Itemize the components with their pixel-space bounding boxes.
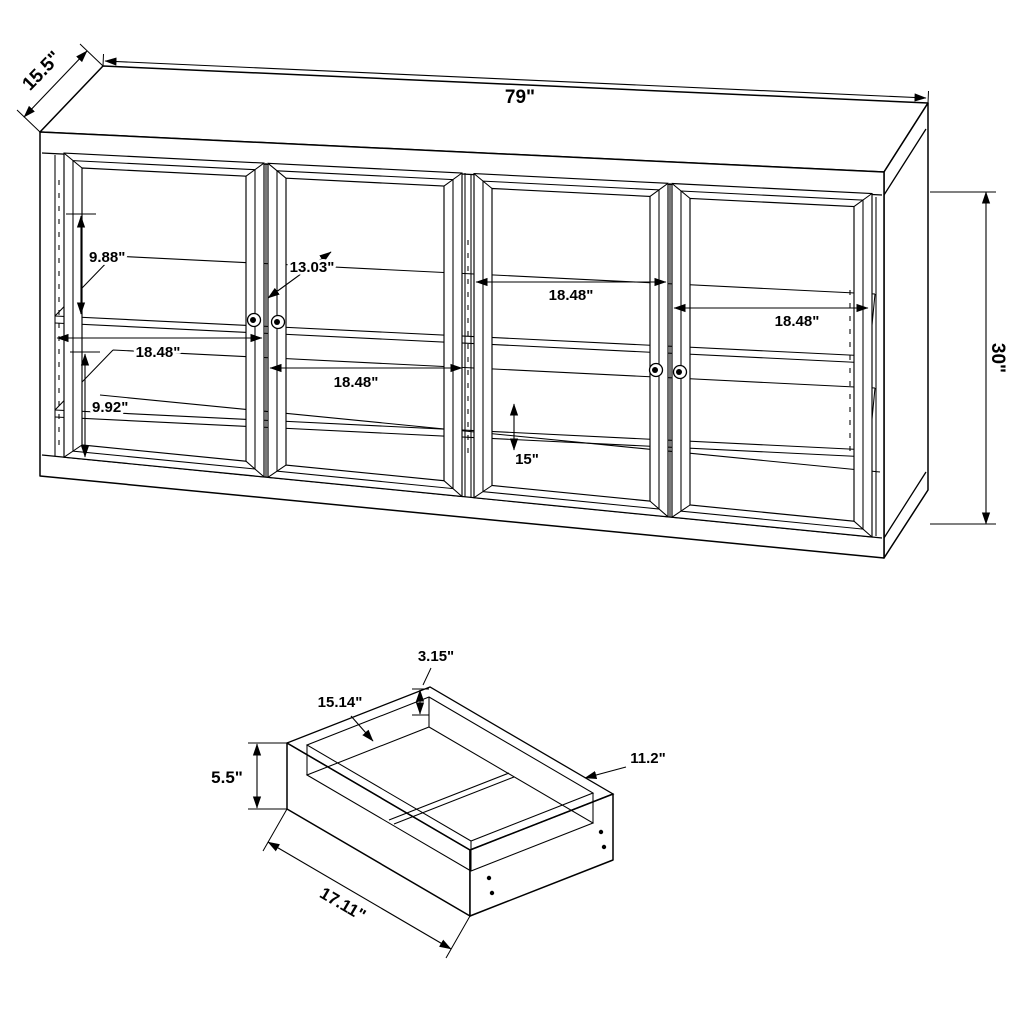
door-knobs (246, 312, 688, 380)
interior-dividers (265, 163, 671, 517)
drawer-interior-depth-label: 15.14" (318, 694, 363, 711)
upper-opening-label: 9.88" (89, 249, 125, 266)
compartment-4-label: 18.48" (775, 313, 820, 330)
screw-hole (486, 875, 492, 881)
drawer-top-rim (285, 686, 615, 851)
cabinet-right-face (883, 102, 929, 559)
drawer-interior-width-label: 11.2" (630, 750, 665, 767)
glass-door-2 (267, 162, 463, 498)
cabinet-dimensions: 79" 15.5" 30" 9.88" 13.03" (16, 43, 1011, 525)
screw-hole (601, 844, 607, 850)
dim-compartment-2: 18.48" (269, 363, 463, 394)
dim-drawer-front-height: 5.5" (208, 742, 287, 810)
dim-shelf-depth: 13.03" (267, 251, 337, 299)
dim-compartment-1: 18.48" (56, 333, 263, 364)
glass-door-3 (473, 172, 669, 518)
drawer-drawing: 3.15" 15.14" 11.2" 5.5" 17.11" (208, 645, 669, 959)
dim-compartment-3: 18.48" (475, 277, 667, 307)
compartment-2-label: 18.48" (334, 374, 379, 391)
dim-upper-opening: 9.88" (66, 213, 128, 315)
drawer-inner-corners (306, 697, 594, 871)
cabinet-depth-label: 15.5" (19, 47, 66, 95)
dim-overall-height: 30" (930, 191, 1011, 525)
dim-base-opening: 15" (509, 403, 542, 471)
drawer-front-height-label: 5.5" (211, 768, 243, 787)
base-opening-label: 15" (515, 451, 539, 468)
compartment-3-label: 18.48" (549, 287, 594, 304)
drawer-front-face (286, 742, 471, 917)
drawer-slide-groove (388, 772, 515, 825)
drawer-right-face (469, 793, 614, 917)
glass-door-4 (671, 182, 873, 538)
cabinet-drawing: 79" 15.5" 30" 9.88" 13.03" (16, 43, 1011, 559)
cabinet-height-label: 30" (987, 343, 1008, 373)
cabinet-doors (63, 152, 873, 538)
shelf-depth-label: 13.03" (290, 259, 335, 276)
dim-lower-opening: 9.92" (70, 351, 131, 458)
drawer-width-label: 17.11" (317, 884, 369, 925)
screw-hole (489, 890, 495, 896)
screw-hole (598, 829, 604, 835)
compartment-1-label: 18.48" (136, 344, 181, 361)
dim-drawer-interior-depth: 15.14" (315, 691, 374, 742)
glass-door-1 (63, 152, 265, 478)
dim-compartment-4: 18.48" (673, 303, 869, 333)
lower-opening-label: 9.92" (92, 399, 128, 416)
dim-overall-width: 79" (102, 53, 929, 111)
dim-drawer-interior-width: 11.2" (584, 747, 669, 779)
cabinet-width-label: 79" (505, 87, 535, 108)
drawer-side-height-label: 3.15" (418, 648, 454, 665)
dim-drawer-side-height: 3.15" (412, 645, 457, 716)
